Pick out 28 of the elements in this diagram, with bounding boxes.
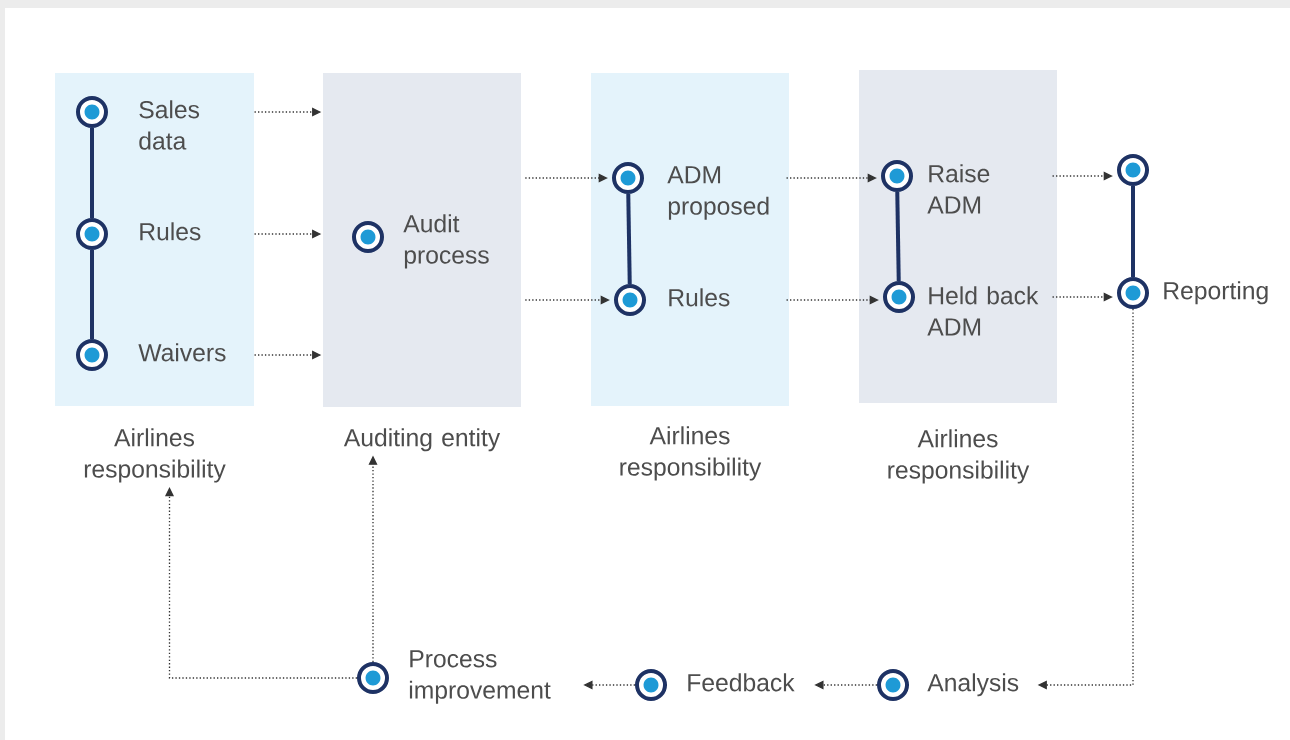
- panel-caption: Airlines responsibility: [84, 428, 226, 483]
- point-label: Raise ADM: [927, 164, 990, 214]
- connector-line: [90, 250, 94, 339]
- point-label: Process improvement: [409, 650, 551, 704]
- connector-line: [90, 128, 94, 218]
- point-label: Audit process: [403, 214, 489, 269]
- panel-caption: Airlines responsibility: [620, 426, 762, 481]
- arrow: [1051, 292, 1113, 302]
- point-label: Held back ADM: [927, 286, 1039, 336]
- point-label: Rules: [669, 288, 730, 307]
- point-label: Rules: [140, 222, 201, 241]
- connector-line: [626, 193, 632, 285]
- panel-caption: Airlines responsibility: [888, 429, 1030, 484]
- arrow: [1051, 171, 1113, 181]
- point-label: ADM proposed: [667, 166, 769, 220]
- point-label: Waivers: [138, 343, 226, 362]
- ring-marker: [1117, 154, 1149, 186]
- connector-line: [1131, 186, 1135, 277]
- point-label: Sales data: [139, 100, 200, 150]
- panel-caption: Auditing entity: [343, 428, 501, 452]
- arrow: [785, 173, 877, 183]
- arrow: [524, 173, 608, 183]
- point-label: Analysis: [927, 673, 1019, 697]
- point-label: Reporting: [1164, 281, 1268, 305]
- point-label: Feedback: [688, 673, 795, 692]
- connector-line: [895, 191, 901, 282]
- arrow: [524, 295, 610, 305]
- arrow: [785, 295, 879, 305]
